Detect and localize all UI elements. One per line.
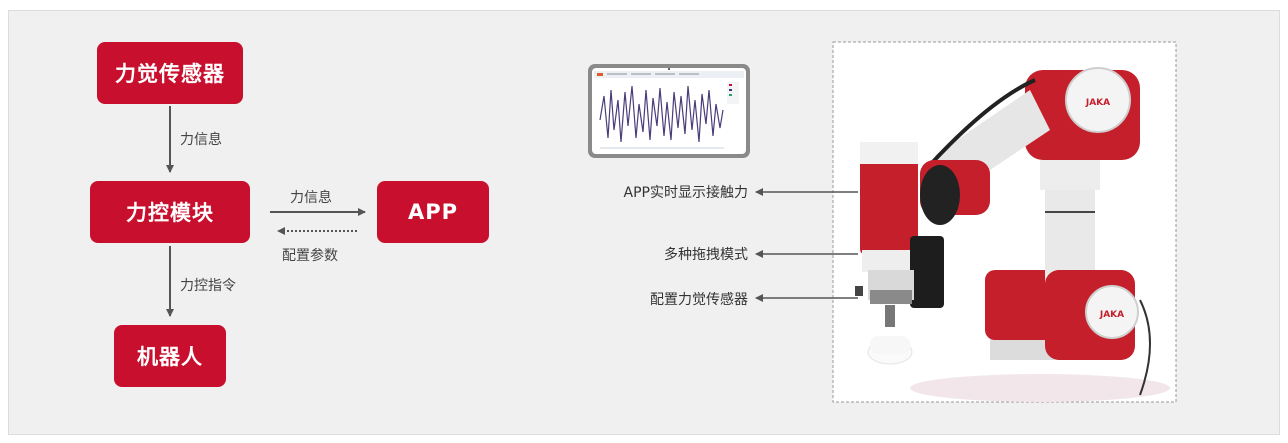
brand-logo-lower: JAKA [1099,310,1124,320]
brand-logo-upper: JAKA [1085,98,1110,108]
module-to-robot-label: 力控指令 [180,278,236,294]
callout-drag-modes: 多种拖拽模式 [664,247,748,263]
app-to-module-label: 配置参数 [282,248,338,264]
app-box: APP [377,181,489,243]
robot-box: 机器人 [114,325,226,387]
callout-force-sensor: 配置力觉传感器 [650,292,748,308]
force-sensor-box: 力觉传感器 [97,42,243,104]
robot-arm-photo: JAKA JAKA [855,67,1170,402]
tablet-chart-illustration [588,64,750,158]
callout-app-display: APP实时显示接触力 [623,185,748,201]
module-to-app-label: 力信息 [290,190,332,206]
sensor-to-module-label: 力信息 [180,132,222,148]
force-control-module-box: 力控模块 [90,181,250,243]
